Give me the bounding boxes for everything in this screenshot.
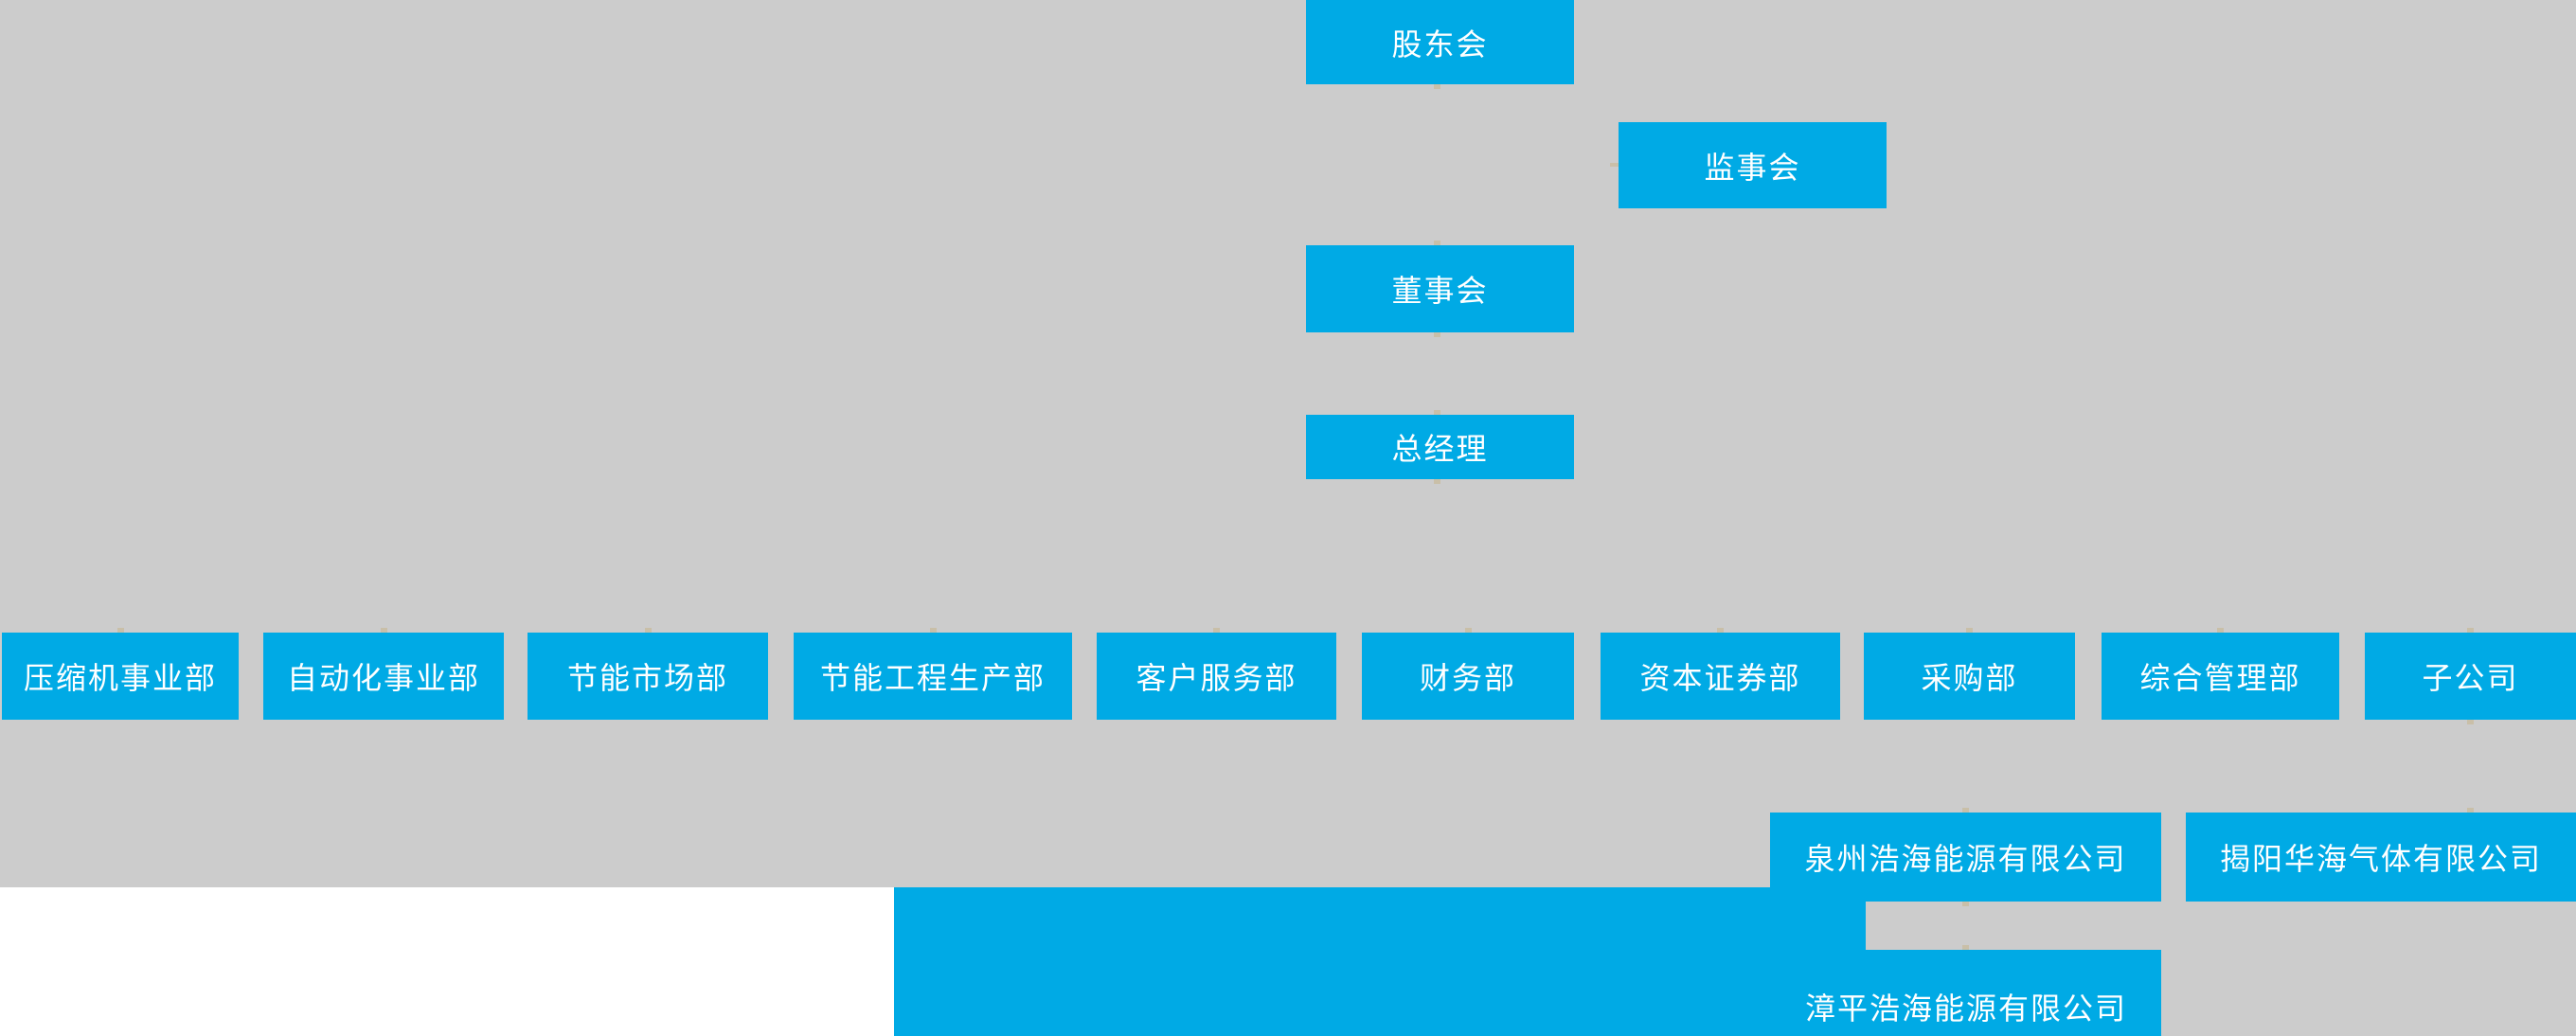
connector-stub (1434, 332, 1440, 337)
connector-stub (381, 628, 387, 633)
connector-stub (2467, 808, 2474, 813)
connector-stub (1434, 241, 1440, 245)
connector-stub (1213, 628, 1220, 633)
connector-stub (117, 628, 124, 633)
connector-stub (1966, 628, 1973, 633)
org-node-zhangping-haohai-energy: 漳平浩海能源有限公司 (1771, 950, 2161, 1036)
org-node-supervisory-board: 监事会 (1619, 122, 1887, 208)
org-node-subsidiaries: 子公司 (2365, 633, 2576, 720)
org-node-general-management-dept: 综合管理部 (2102, 633, 2339, 720)
connector-stub (1962, 902, 1969, 906)
connector-stub (1717, 628, 1724, 633)
org-node-automation-division: 自动化事业部 (263, 633, 504, 720)
org-node-procurement-dept: 采购部 (1864, 633, 2075, 720)
bottom-white-panel (0, 887, 894, 1036)
connector-stub (2467, 628, 2474, 633)
org-node-customer-service-dept: 客户服务部 (1097, 633, 1336, 720)
connector-stub (1465, 628, 1472, 633)
org-node-compressor-division: 压缩机事业部 (2, 633, 239, 720)
connector-stub (1962, 945, 1969, 950)
connector-stub (1962, 808, 1969, 813)
org-node-shareholders-meeting: 股东会 (1306, 0, 1574, 84)
connector-stub (2217, 628, 2224, 633)
connector-stub (1434, 410, 1440, 415)
connector-stub (1610, 163, 1619, 167)
connector-stub (1434, 84, 1440, 89)
org-node-finance-dept: 财务部 (1362, 633, 1574, 720)
bottom-blue-block (894, 887, 1866, 1036)
org-node-quanzhou-haohai-energy: 泉州浩海能源有限公司 (1770, 813, 2161, 902)
org-node-energy-saving-market-dept: 节能市场部 (528, 633, 768, 720)
org-node-general-manager: 总经理 (1306, 415, 1574, 479)
org-node-board-of-directors: 董事会 (1306, 245, 1574, 332)
org-node-energy-saving-engineering-production-dept: 节能工程生产部 (794, 633, 1072, 720)
org-node-capital-securities-dept: 资本证券部 (1601, 633, 1840, 720)
org-node-jieyang-huahai-gas: 揭阳华海气体有限公司 (2186, 813, 2576, 902)
connector-stub (930, 628, 937, 633)
connector-stub (1434, 479, 1440, 484)
connector-stub (2467, 720, 2474, 724)
connector-stub (645, 628, 652, 633)
